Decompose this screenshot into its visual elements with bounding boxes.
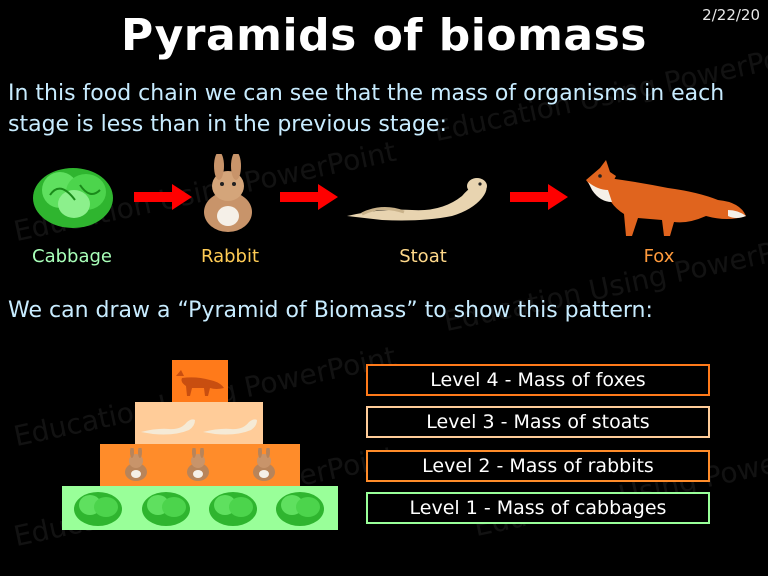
rabbit-icon <box>187 448 209 481</box>
cabbage-icon <box>74 492 122 526</box>
pyramid-level-3 <box>135 402 263 444</box>
arrow-right-icon <box>134 184 192 210</box>
cabbage-icon <box>276 492 324 526</box>
stoat-icon <box>203 419 257 435</box>
label-fox: Fox <box>643 246 675 267</box>
pyramid-level-1 <box>62 486 338 530</box>
cabbage-icon <box>33 168 113 228</box>
label-rabbit: Rabbit <box>200 246 260 267</box>
level-1-label: Level 1 - Mass of cabbages <box>366 492 710 524</box>
stoat-icon <box>347 178 487 221</box>
pyramid-level-4 <box>172 360 228 402</box>
pyramid-intro-text: We can draw a “Pyramid of Biomass” to sh… <box>8 298 653 323</box>
arrow-right-icon <box>280 184 338 210</box>
label-cabbage: Cabbage <box>32 246 112 267</box>
slide-date: 2/22/20 <box>702 6 760 24</box>
arrow-right-icon <box>510 184 568 210</box>
label-stoat: Stoat <box>399 246 447 267</box>
fox-icon <box>586 160 746 236</box>
rabbit-icon <box>125 448 147 481</box>
pyramid-level-2 <box>100 444 300 486</box>
rabbit-icon <box>253 448 275 481</box>
cabbage-icon <box>142 492 190 526</box>
level-2-label: Level 2 - Mass of rabbits <box>366 450 710 482</box>
intro-text: In this food chain we can see that the m… <box>8 81 725 137</box>
slide-title: Pyramids of biomass <box>121 10 647 61</box>
rabbit-icon <box>204 154 252 232</box>
watermark: Education Using PowerPoint <box>471 429 768 543</box>
cabbage-icon <box>209 492 257 526</box>
fox-icon <box>176 370 224 396</box>
level-4-label: Level 4 - Mass of foxes <box>366 364 710 396</box>
level-3-label: Level 3 - Mass of stoats <box>366 406 710 438</box>
stoat-icon <box>141 419 195 435</box>
